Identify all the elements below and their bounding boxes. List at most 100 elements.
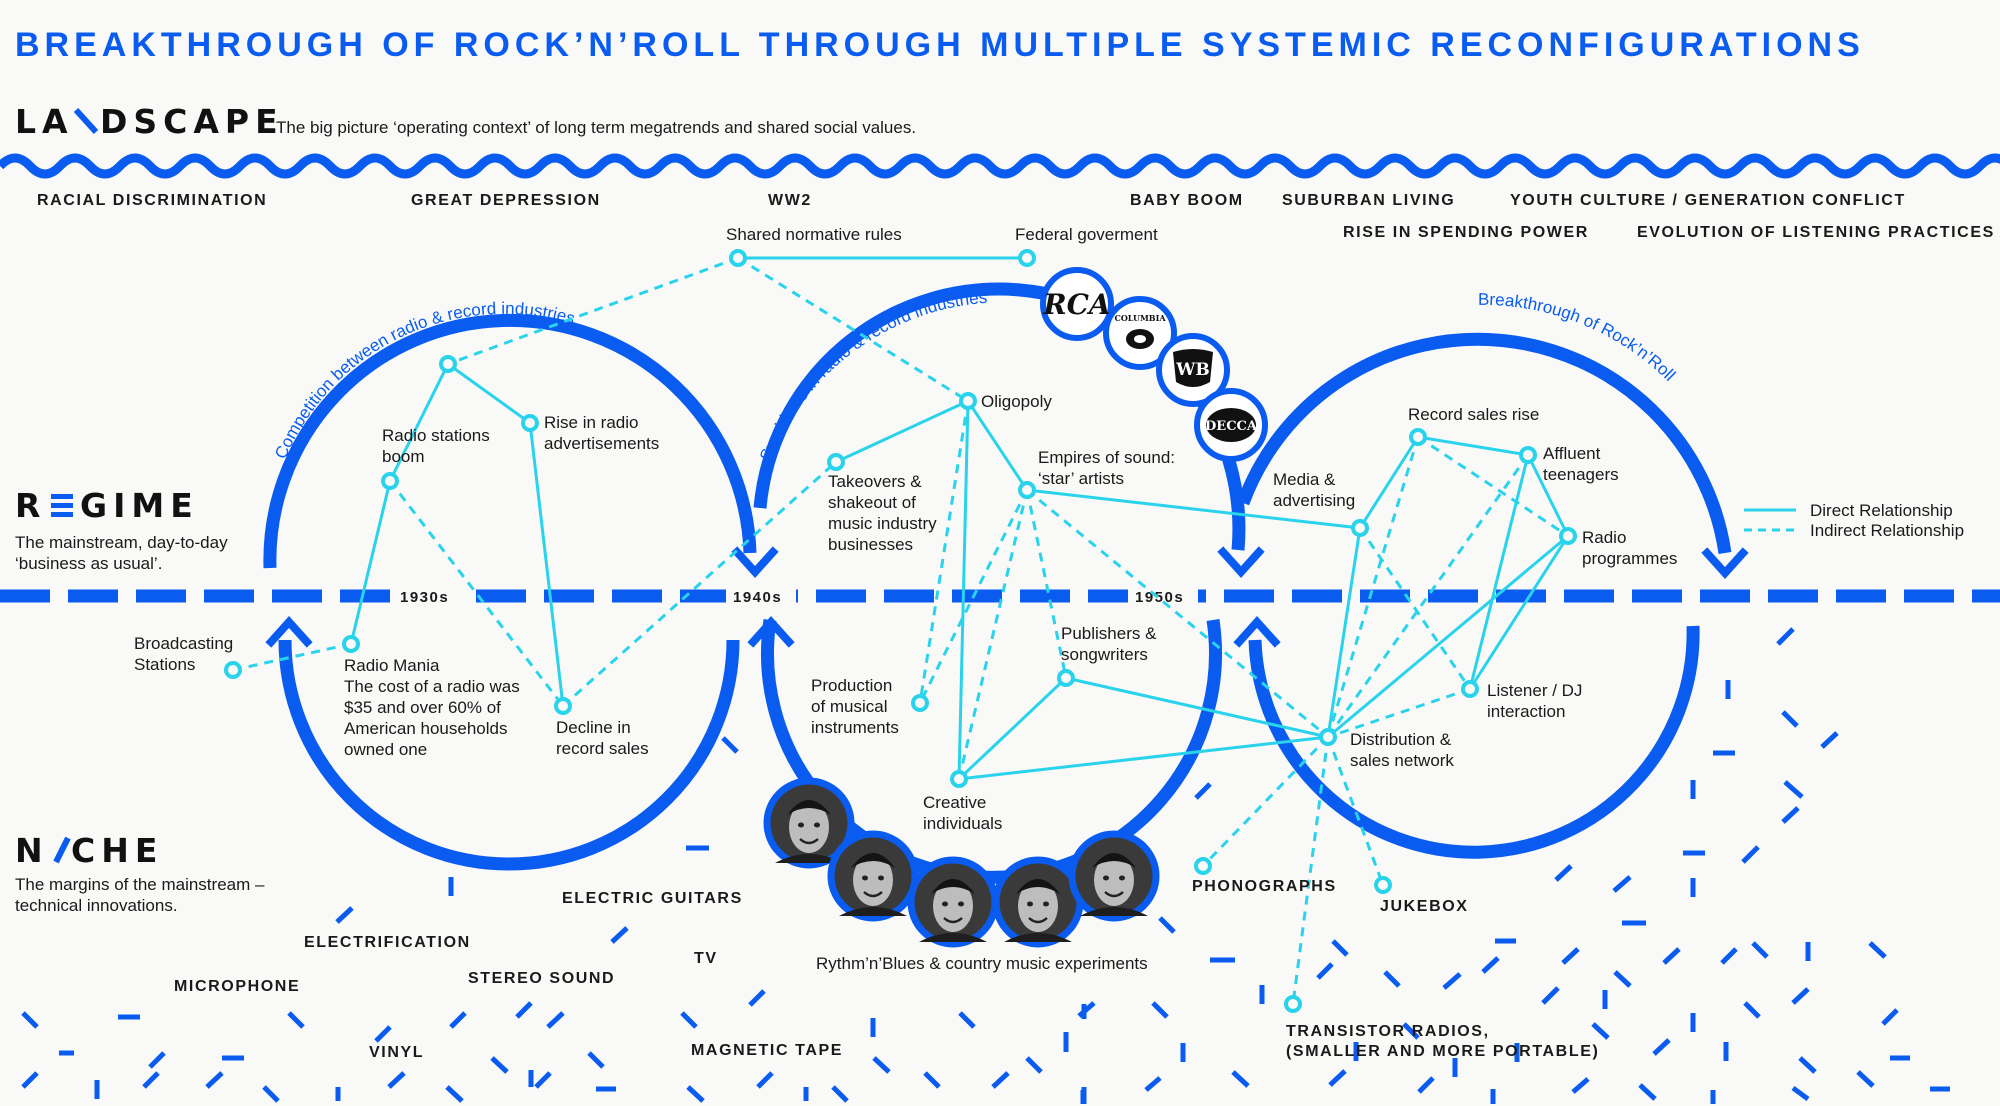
niche-description-line-2: technical innovations. xyxy=(15,896,178,915)
node-label-distribution-1: Distribution & xyxy=(1350,730,1452,749)
indirect-link xyxy=(1025,489,1068,679)
niche-dash xyxy=(1743,1001,1761,1019)
niche-dash xyxy=(587,1051,605,1069)
niche-dash xyxy=(1781,806,1800,824)
niche-dash xyxy=(1561,947,1580,965)
niche-dash xyxy=(148,1051,166,1069)
regime-heading: R GIME xyxy=(15,486,193,525)
niche-dash xyxy=(1025,1056,1043,1074)
niche-dash xyxy=(490,1056,509,1074)
node-affluent xyxy=(1519,446,1537,464)
indirect-link xyxy=(1201,735,1330,868)
direct-link xyxy=(349,480,392,645)
innovation-stereo-sound: STEREO SOUND xyxy=(468,970,615,987)
niche-dash xyxy=(546,1011,565,1029)
innovation-microphone: MICROPHONE xyxy=(174,978,300,995)
node-label-publishers-2: songwriters xyxy=(1061,645,1148,664)
arrow-head-icon xyxy=(747,616,795,648)
node-production xyxy=(911,694,929,712)
niche-dash xyxy=(923,1071,941,1089)
megatrend-racial-discrimination: RACIAL DISCRIMINATION xyxy=(37,192,267,209)
node-label-empires-1: Empires of sound: xyxy=(1038,448,1175,467)
node-label-record-rise: Record sales rise xyxy=(1408,405,1539,424)
node-radio-mania xyxy=(342,635,360,653)
megatrend-great-depression: GREAT DEPRESSION xyxy=(411,192,601,209)
node-label-listener-dj-1: Listener / DJ xyxy=(1487,681,1582,700)
niche-dash xyxy=(1781,710,1799,728)
artist-portrait-icon xyxy=(763,777,855,869)
node-label-takeovers-4: businesses xyxy=(828,535,913,554)
niche-dash xyxy=(1612,875,1632,893)
node-rise-ads xyxy=(521,414,539,432)
indirect-link xyxy=(918,489,1029,704)
megatrend-ww2: WW2 xyxy=(768,192,812,209)
innovation-vinyl: VINYL xyxy=(369,1044,424,1061)
niche-dash xyxy=(1662,947,1681,965)
direct-link xyxy=(835,399,969,464)
niche-dash xyxy=(1402,1022,1420,1040)
direct-link xyxy=(957,400,970,780)
node-label-oligopoly: Oligopoly xyxy=(981,392,1052,411)
cycle-arcs xyxy=(263,282,1732,884)
node-publishers xyxy=(1057,669,1075,687)
innovation-magnetic-tape: MAGNETIC TAPE xyxy=(691,1042,843,1059)
node-label-radio-mania-1: Radio Mania xyxy=(344,656,440,675)
node-transistor xyxy=(1284,995,1302,1013)
node-label-rise-ads-2: advertisements xyxy=(544,434,659,453)
niche-dash xyxy=(445,1085,464,1103)
node-link-top xyxy=(439,355,457,373)
artist-portrait-icon xyxy=(827,830,919,922)
niche-dash xyxy=(1417,1076,1435,1094)
artist-portrait-icon xyxy=(907,856,999,948)
indirect-link xyxy=(1358,527,1472,690)
node-label-takeovers-1: Takeovers & xyxy=(828,472,922,491)
node-label-radio-mania-5: owned one xyxy=(344,740,427,759)
artists-caption: Rythm’n’Blues & country music experiment… xyxy=(816,954,1148,973)
node-label-transistor-1: TRANSISTOR RADIOS, xyxy=(1286,1023,1490,1040)
node-label-radio-prog-1: Radio xyxy=(1582,528,1626,547)
megatrend-suburban-living: SUBURBAN LIVING xyxy=(1282,192,1455,209)
regime-description-line-1: The mainstream, day-to-day xyxy=(15,533,228,552)
indirect-link xyxy=(1326,736,1385,886)
arrow-head-icon xyxy=(1217,546,1265,578)
landscape-heading: LA DSCAPE xyxy=(15,102,278,141)
niche-heading: N CHE xyxy=(15,831,157,870)
indirect-link xyxy=(957,489,1029,780)
node-label-distribution-2: sales network xyxy=(1350,751,1454,770)
indirect-link xyxy=(1417,435,1569,538)
indirect-link xyxy=(1326,436,1420,738)
megatrend-spending-power: RISE IN SPENDING POWER xyxy=(1343,224,1589,241)
niche-dash xyxy=(1231,1070,1250,1088)
regime-bars-mark xyxy=(51,494,73,517)
node-label-radio-mania-2: The cost of a radio was xyxy=(344,677,520,696)
niche-dash xyxy=(205,1071,224,1089)
arc-cycle-1-bottom xyxy=(278,639,740,871)
indirect-link xyxy=(562,460,837,708)
niche-dash xyxy=(1791,987,1810,1005)
niche-dash xyxy=(1151,1001,1169,1019)
node-media xyxy=(1351,519,1369,537)
niche-dash xyxy=(1316,962,1334,980)
node-label-production-2: of musical xyxy=(811,697,888,716)
innovation-electrification: ELECTRIFICATION xyxy=(304,934,471,951)
megatrend-youth-culture: YOUTH CULTURE / GENERATION CONFLICT xyxy=(1510,192,1906,209)
megatrends: RACIAL DISCRIMINATION GREAT DEPRESSION W… xyxy=(37,192,1995,241)
node-label-decline-1: Decline in xyxy=(556,718,631,737)
megatrend-listening-practices: EVOLUTION OF LISTENING PRACTICES xyxy=(1637,224,1995,241)
logo-decca: DECCA xyxy=(1205,419,1258,434)
node-label-phonographs: PHONOGRAPHS xyxy=(1192,878,1337,895)
arrow-head-icon xyxy=(731,546,779,578)
direct-link xyxy=(528,422,565,707)
logo-columbia: COLUMBIA xyxy=(1114,313,1166,323)
niche-dash xyxy=(1720,947,1738,965)
decade-labels: 1930s 1940s 1950s xyxy=(392,584,1198,608)
arrow-head-icon xyxy=(1701,547,1749,579)
node-label-jukebox: JUKEBOX xyxy=(1380,898,1469,915)
node-broadcasting xyxy=(224,661,242,679)
node-label-radio-boom-1: Radio stations xyxy=(382,426,490,445)
node-label-affluent-1: Affluent xyxy=(1543,444,1601,463)
niche-dash xyxy=(680,1011,698,1029)
node-label-creative-1: Creative xyxy=(923,793,986,812)
node-label-production-1: Production xyxy=(811,676,892,695)
